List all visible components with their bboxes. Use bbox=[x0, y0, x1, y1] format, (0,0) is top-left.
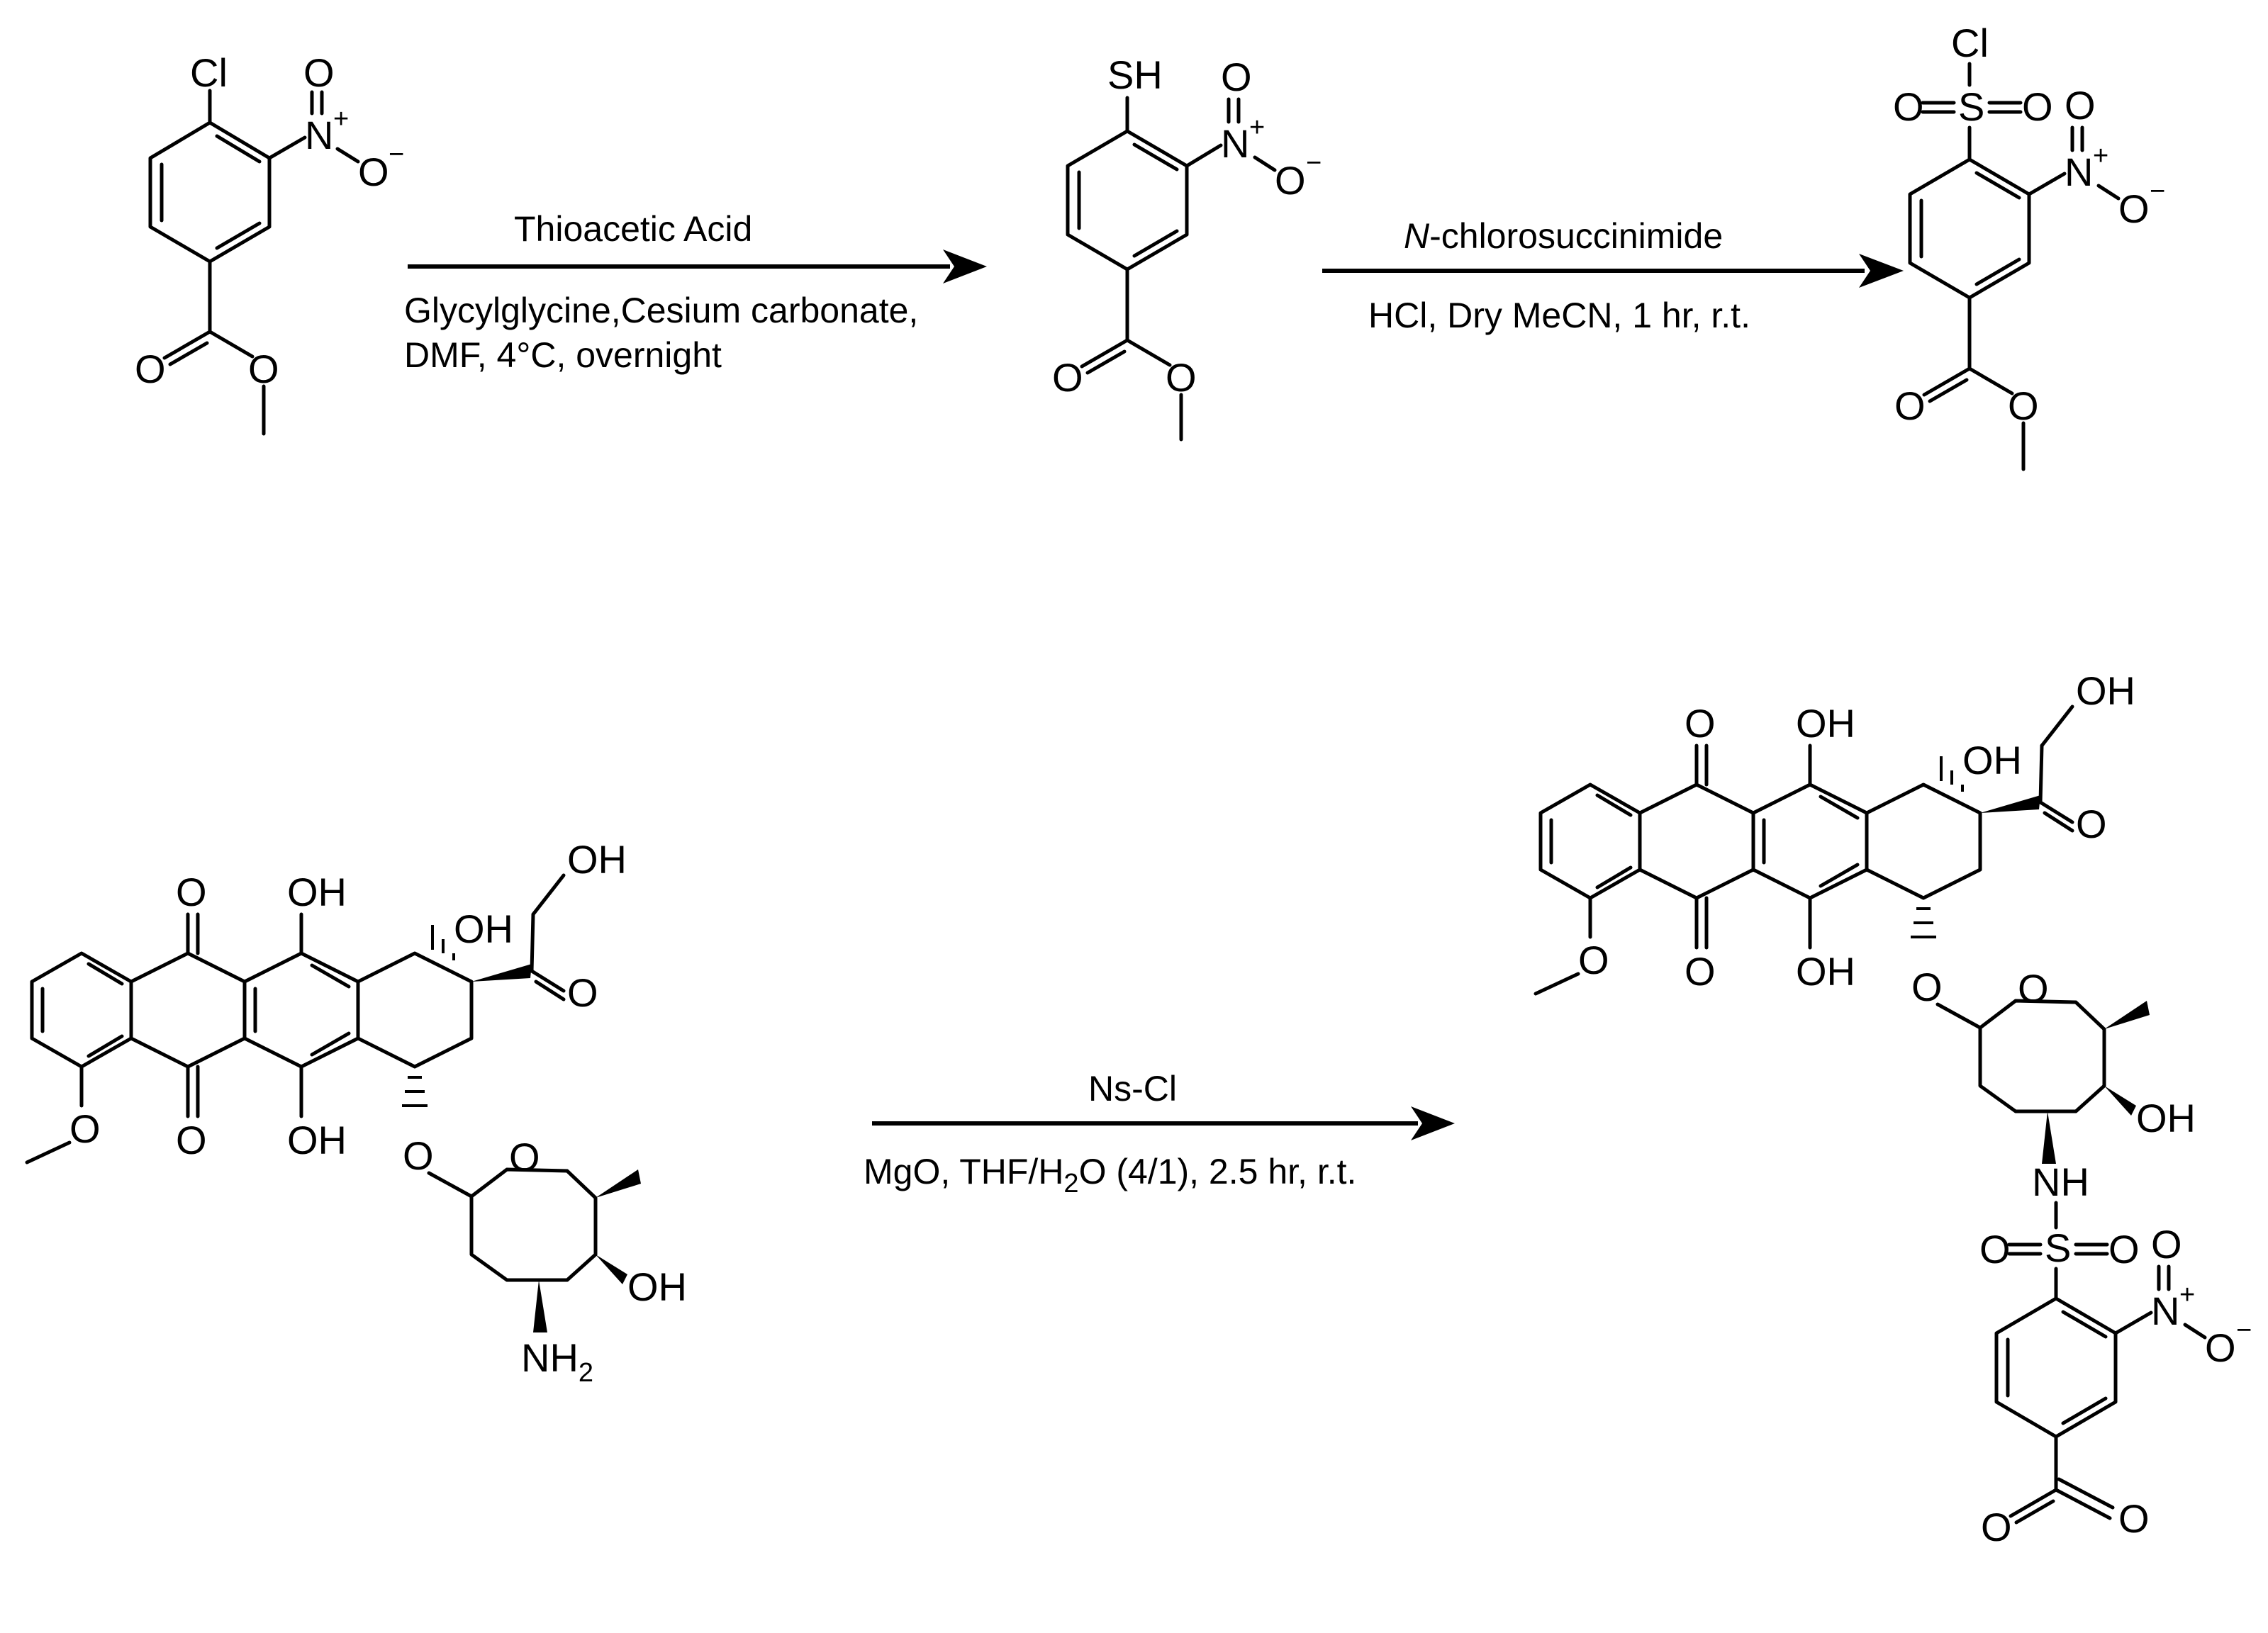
reagent-italic-n: N bbox=[1404, 216, 1430, 256]
atom-oh: OH bbox=[287, 1118, 347, 1162]
atom-o: O bbox=[135, 347, 166, 391]
atom-o: O bbox=[2022, 84, 2053, 129]
atom-o: O bbox=[1052, 355, 1083, 400]
charge-minus: − bbox=[389, 140, 404, 169]
atom-oh: OH bbox=[2136, 1096, 2196, 1140]
atom-oh: OH bbox=[627, 1264, 687, 1309]
atom-o: O bbox=[1979, 1227, 2011, 1272]
atom-o: O bbox=[567, 970, 598, 1015]
reaction-arrow-2: N-chlorosuccinimide HCl, Dry MeCN, 1 hr,… bbox=[1322, 216, 1904, 335]
atom-oh: OH bbox=[2076, 668, 2135, 713]
atom-oh: OH bbox=[1796, 701, 1855, 746]
atom-o: O bbox=[2151, 1222, 2182, 1267]
atom-oh: OH bbox=[454, 907, 513, 951]
charge-plus: + bbox=[2179, 1280, 2195, 1310]
atom-n: N bbox=[2065, 150, 2093, 194]
atom-o: O bbox=[358, 150, 389, 194]
reagent-rest: -chlorosuccinimide bbox=[1429, 216, 1723, 256]
atom-n: N bbox=[2151, 1289, 2179, 1333]
atom-cl: Cl bbox=[1951, 21, 1989, 65]
charge-minus: − bbox=[1306, 148, 1322, 178]
molecule-sulfonyl-chloride: Cl S O O N + O O − O O bbox=[1893, 21, 2165, 471]
cond3-sub: 2 bbox=[1063, 1169, 1078, 1199]
molecule-product: O O OH OH O OH OH O O O OH bbox=[1534, 668, 2252, 1549]
atom-o: O bbox=[1275, 158, 1306, 203]
atom-o: O bbox=[1685, 701, 1716, 746]
atom-o: O bbox=[1685, 949, 1716, 994]
charge-plus: + bbox=[1249, 113, 1265, 142]
atom-o: O bbox=[2076, 802, 2107, 846]
reaction-arrow-3: Ns-Cl MgO, THF/H2O (4/1), 2.5 hr, r.t. bbox=[864, 1069, 1455, 1199]
conditions-1-line-1: Glycylglycine,Cesium carbonate, bbox=[404, 291, 918, 330]
atom-o: O bbox=[2205, 1325, 2236, 1370]
cond3-suffix: O (4/1), 2.5 hr, r.t. bbox=[1079, 1152, 1357, 1191]
molecule-doxorubicin: O O OH OH O OH OH O O bbox=[25, 837, 687, 1388]
reagent-above-1: Thioacetic Acid bbox=[514, 209, 752, 249]
atom-oh: OH bbox=[567, 837, 627, 882]
nh2-base: NH bbox=[521, 1335, 579, 1380]
cond3-prefix: MgO, THF/H bbox=[864, 1152, 1063, 1191]
reaction-arrow-1: Thioacetic Acid Glycylglycine,Cesium car… bbox=[404, 209, 987, 375]
atom-n: N bbox=[305, 113, 333, 157]
atom-o: O bbox=[248, 347, 279, 391]
nh2-sub: 2 bbox=[579, 1358, 593, 1388]
atom-o: O bbox=[176, 1118, 207, 1162]
atom-s: S bbox=[2045, 1225, 2071, 1270]
ring-oxygen: O bbox=[509, 1135, 540, 1179]
atom-cl: Cl bbox=[190, 50, 228, 95]
atom-sh: SH bbox=[1107, 52, 1163, 97]
atom-s: S bbox=[1958, 84, 1984, 129]
charge-plus: + bbox=[2093, 141, 2108, 171]
atom-o: O bbox=[1166, 355, 1197, 400]
atom-o: O bbox=[2118, 186, 2150, 231]
atom-oh: OH bbox=[287, 870, 347, 914]
atom-o: O bbox=[1981, 1505, 2012, 1549]
atom-o: O bbox=[403, 1133, 434, 1178]
atom-n: N bbox=[1221, 121, 1249, 166]
atom-o: O bbox=[2065, 83, 2096, 128]
charge-plus: + bbox=[333, 104, 349, 134]
atom-o: O bbox=[176, 870, 207, 914]
atom-nh2: NH2 bbox=[521, 1335, 593, 1388]
reagent-above-2: N-chlorosuccinimide bbox=[1404, 216, 1723, 256]
atom-o: O bbox=[2108, 1227, 2140, 1272]
ring-oxygen: O bbox=[2018, 966, 2049, 1011]
conditions-3-line-1: MgO, THF/H2O (4/1), 2.5 hr, r.t. bbox=[864, 1152, 1356, 1199]
atom-oh: OH bbox=[1796, 949, 1855, 994]
atom-o: O bbox=[1221, 55, 1252, 99]
atom-oh: OH bbox=[1962, 738, 2022, 782]
charge-minus: − bbox=[2236, 1315, 2252, 1345]
atom-o: O bbox=[1911, 965, 1943, 1009]
atom-o: O bbox=[2118, 1496, 2150, 1541]
atom-o: O bbox=[69, 1106, 101, 1151]
molecule-starting-material: Cl N + O O − O O bbox=[135, 50, 404, 436]
atom-o: O bbox=[2008, 383, 2039, 428]
molecule-thiol-intermediate: SH N + O O − O O bbox=[1052, 52, 1322, 442]
atom-o: O bbox=[1894, 383, 1926, 428]
atom-o: O bbox=[303, 50, 335, 95]
atom-o: O bbox=[1578, 938, 1609, 982]
atom-nh: NH bbox=[2032, 1160, 2089, 1204]
conditions-2-line-1: HCl, Dry MeCN, 1 hr, r.t. bbox=[1368, 296, 1750, 335]
reagent-above-3: Ns-Cl bbox=[1088, 1069, 1177, 1109]
charge-minus: − bbox=[2150, 176, 2165, 206]
atom-o: O bbox=[1893, 84, 1924, 129]
conditions-1-line-2: DMF, 4°C, overnight bbox=[404, 335, 722, 375]
